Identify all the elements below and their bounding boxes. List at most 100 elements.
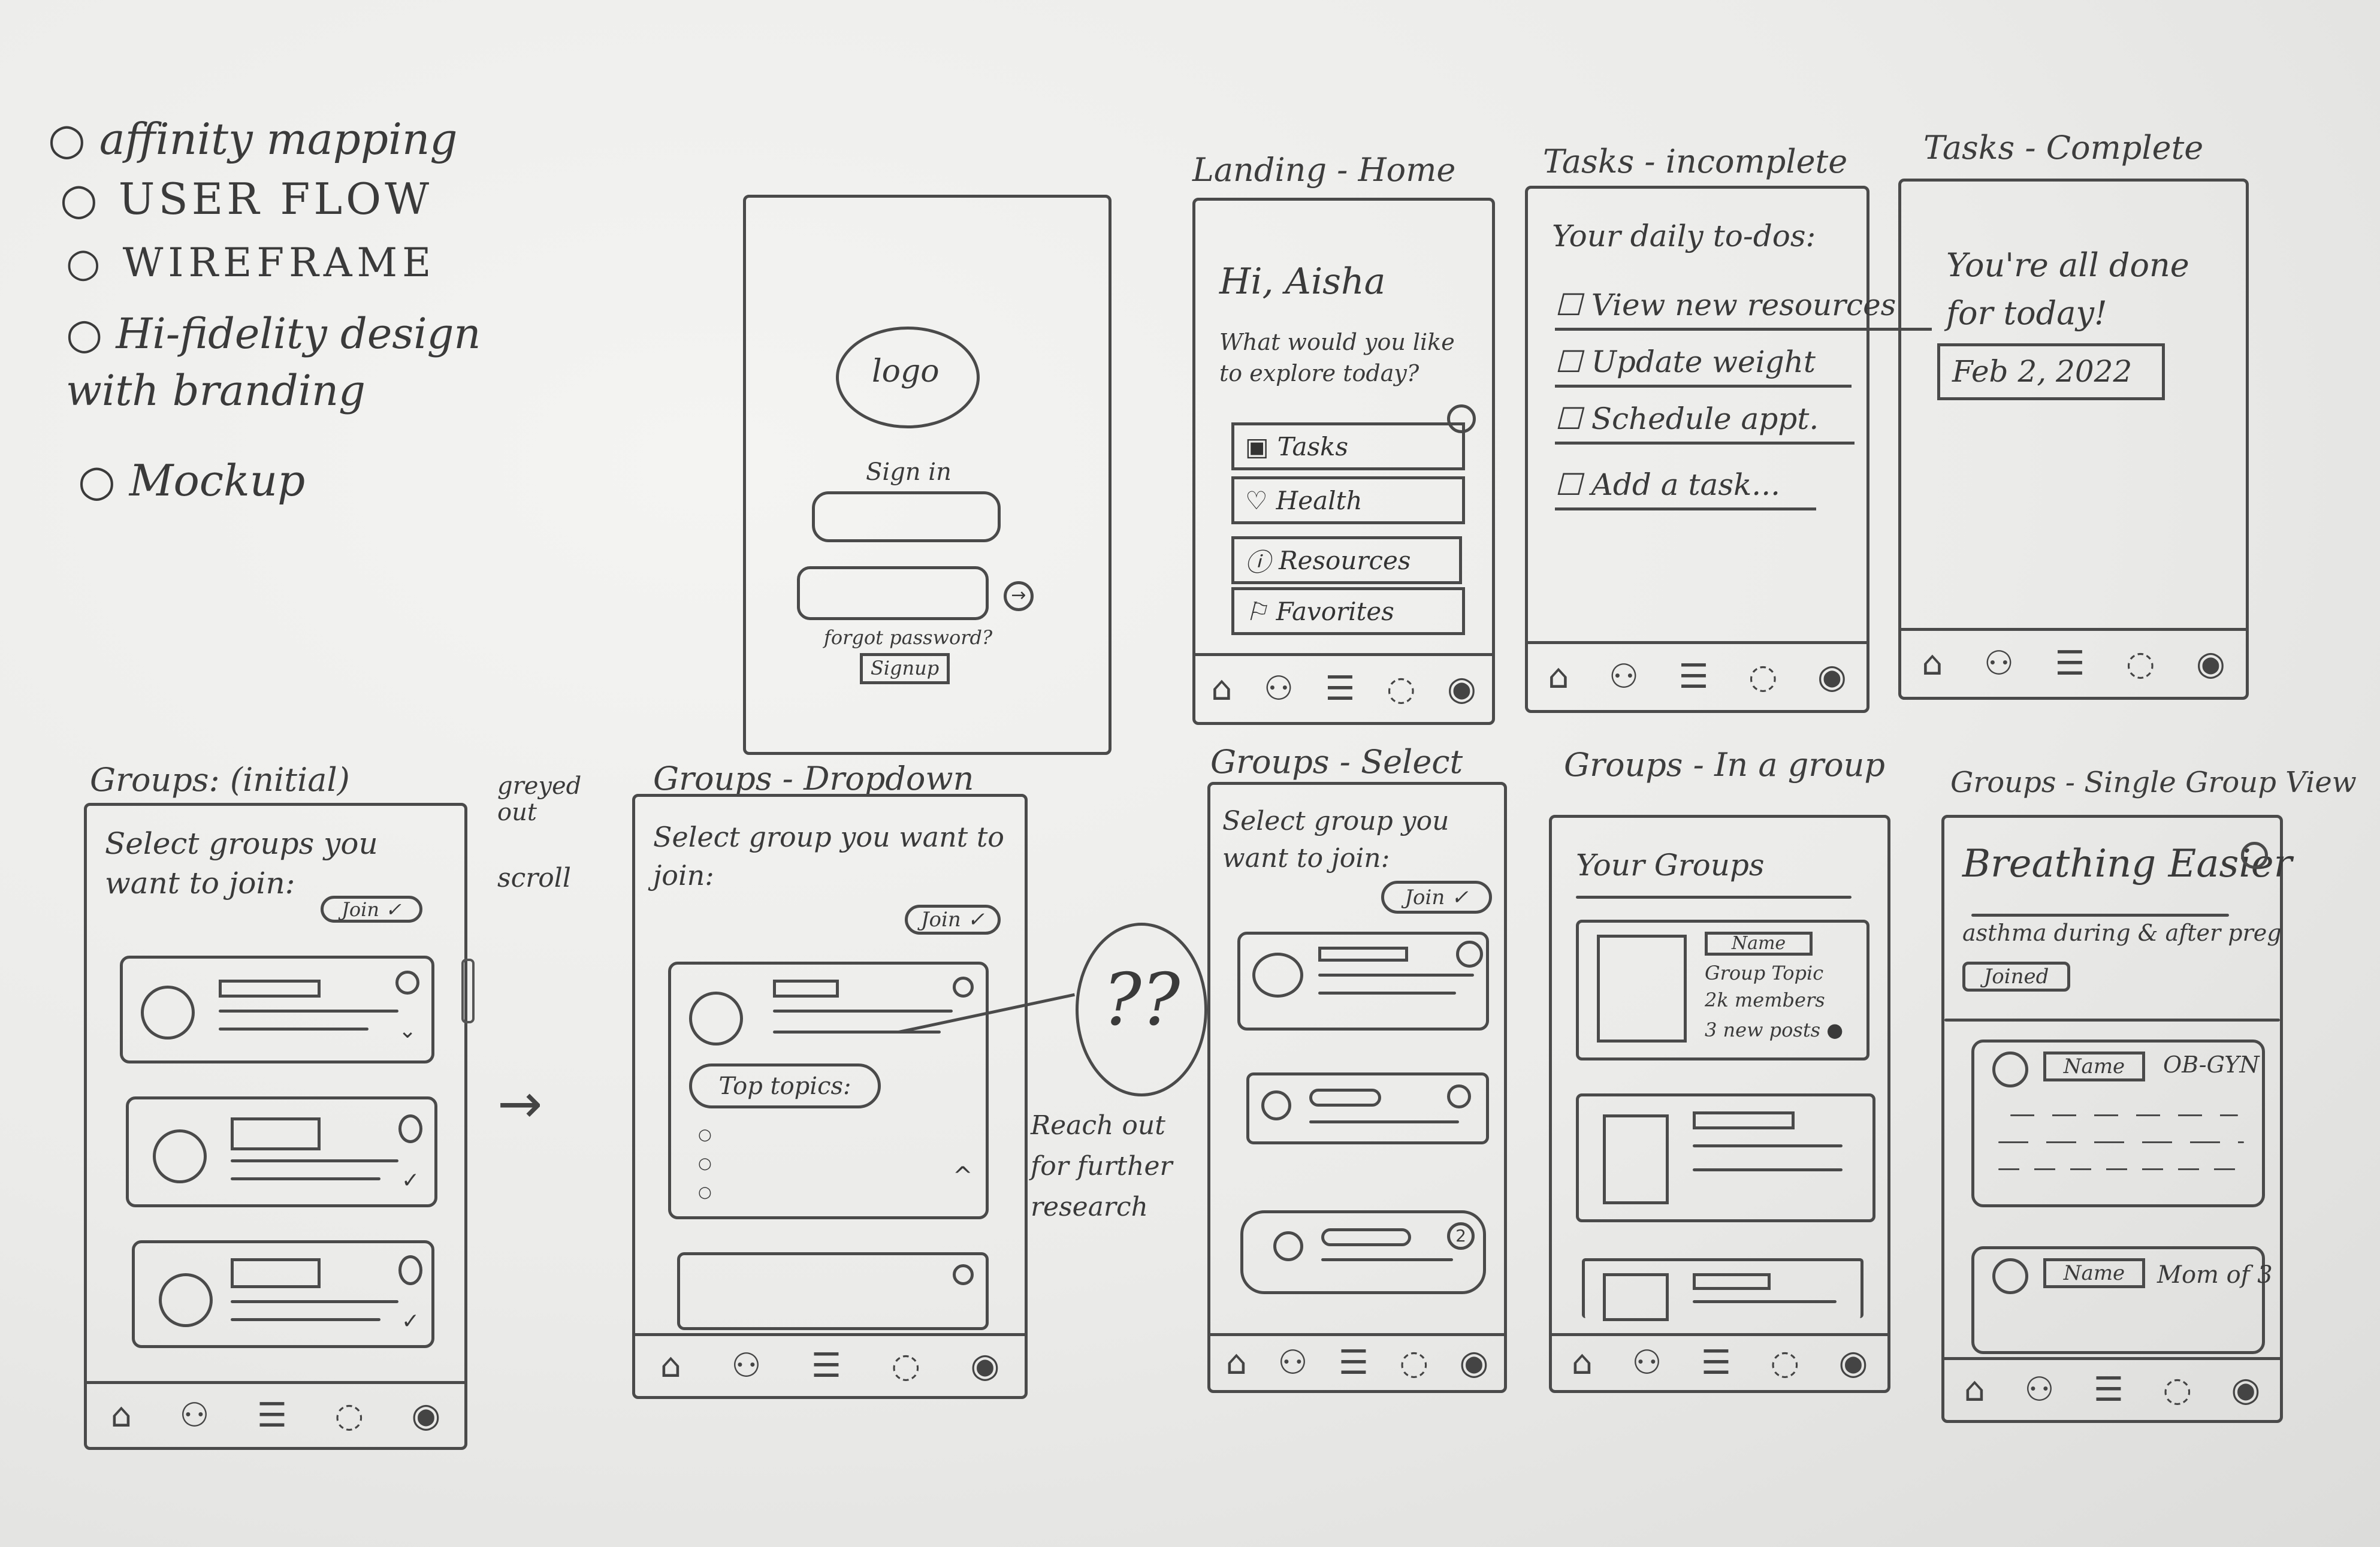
people-icon[interactable]: ⚇ (1632, 1346, 1662, 1380)
list-icon[interactable]: ☰ (1325, 672, 1355, 706)
group-avatar (1273, 1231, 1303, 1261)
group-name-box (231, 1258, 321, 1288)
people-icon[interactable]: ⚇ (731, 1349, 761, 1383)
home-icon[interactable]: ⌂ (1964, 1373, 1986, 1407)
join-label: Join (1405, 886, 1445, 910)
text-line (773, 1010, 953, 1013)
menu-health[interactable]: ♡Health (1231, 476, 1465, 524)
home-icon[interactable]: ⌂ (1226, 1346, 1248, 1380)
people-icon[interactable]: ⚇ (2024, 1373, 2054, 1407)
list-icon[interactable]: ☰ (1701, 1346, 1731, 1380)
group-name-box (1318, 947, 1408, 962)
people-icon[interactable]: ⚇ (179, 1399, 209, 1433)
password-field[interactable] (797, 566, 989, 620)
people-icon[interactable]: ⚇ (1984, 647, 2014, 681)
profile-icon[interactable]: ◉ (970, 1349, 999, 1383)
menu-label: Favorites (1276, 597, 1394, 626)
chevron-up-icon[interactable]: ^ (953, 1162, 973, 1190)
my-group-card[interactable]: Name Group Topic 2k members 3 new posts … (1576, 920, 1869, 1060)
chat-icon[interactable]: ◌ (1748, 660, 1778, 694)
top-topics-label: Top topics: (689, 1063, 881, 1108)
group-name-box (219, 980, 321, 998)
profile-icon[interactable]: ◉ (1447, 672, 1476, 706)
profile-icon[interactable]: ◉ (1817, 660, 1847, 694)
forgot-password-link[interactable]: forgot password? (824, 626, 992, 649)
home-icon[interactable]: ⌂ (660, 1349, 682, 1383)
menu-tasks[interactable]: ▣ Tasks (1231, 422, 1465, 470)
my-group-card[interactable] (1582, 1258, 1863, 1318)
my-group-card[interactable] (1576, 1093, 1875, 1222)
list-icon[interactable]: ☰ (2055, 647, 2085, 681)
settings-icon[interactable] (2241, 842, 2268, 869)
join-button[interactable]: Join ✓ (1381, 881, 1492, 914)
home-icon[interactable]: ⌂ (1922, 647, 1943, 681)
group-card-selected[interactable]: 2 (1240, 1210, 1486, 1294)
group-card[interactable] (1246, 1072, 1489, 1144)
checklist-item: ○ affinity mapping (48, 114, 457, 164)
profile-icon[interactable]: ◉ (1459, 1346, 1488, 1380)
scrollbar[interactable] (461, 959, 475, 1023)
group-card[interactable]: ✓ (126, 1096, 437, 1207)
people-icon[interactable]: ⚇ (1609, 660, 1639, 694)
join-button[interactable]: Join ✓ (905, 905, 1001, 935)
home-icon[interactable]: ⌂ (1572, 1346, 1593, 1380)
topic-bullets: ○○○ (698, 1120, 712, 1207)
poster-role: Mom of 3 (2157, 1261, 2273, 1289)
group-card-expanded[interactable]: Top topics: ○○○ ^ (668, 962, 989, 1219)
list-icon[interactable]: ☰ (1339, 1346, 1369, 1380)
question-text: What would you like to explore today? (1219, 327, 1477, 389)
todo-item[interactable]: ☐ Schedule appt. (1555, 401, 1819, 436)
join-button[interactable]: Join ✓ (321, 896, 422, 923)
menu-label: Tasks (1277, 432, 1348, 461)
chat-icon[interactable]: ◌ (1399, 1346, 1428, 1380)
list-icon[interactable]: ☰ (2094, 1373, 2124, 1407)
joined-button[interactable]: Joined (1962, 962, 2070, 992)
checklist-item: ○ Hi-fidelity design with branding (66, 306, 545, 419)
group-card[interactable] (677, 1252, 989, 1330)
status-icon (398, 1255, 422, 1285)
home-icon[interactable]: ⌂ (1548, 660, 1569, 694)
group-card[interactable]: ⌄ (120, 956, 434, 1063)
submit-arrow-icon[interactable]: → (1004, 581, 1034, 611)
list-icon[interactable]: ☰ (811, 1349, 841, 1383)
group-avatar (153, 1129, 207, 1183)
group-card[interactable]: ✓ (132, 1240, 434, 1348)
poster-name: Name (2043, 1258, 2145, 1288)
post-card[interactable]: Name OB-GYN (1971, 1040, 2265, 1207)
chat-icon[interactable]: ◌ (1770, 1346, 1799, 1380)
people-icon[interactable]: ⚇ (1264, 672, 1294, 706)
list-icon[interactable]: ☰ (1678, 660, 1708, 694)
todo-item[interactable]: ☐ View new resources (1555, 288, 1896, 322)
signup-button[interactable]: Signup (860, 653, 950, 684)
username-field[interactable] (812, 491, 1001, 542)
menu-favorites[interactable]: ⚐Favorites (1231, 587, 1465, 635)
groups-select-screen: Select group you want to join: Join ✓ 2 … (1207, 782, 1507, 1393)
chevron-down-icon[interactable]: ⌄ (398, 1019, 416, 1043)
chat-icon[interactable]: ◌ (334, 1399, 364, 1433)
screen-title: Tasks - incomplete (1543, 143, 1847, 180)
profile-icon[interactable]: ◉ (2196, 647, 2225, 681)
profile-icon[interactable]: ◉ (1838, 1346, 1868, 1380)
home-icon[interactable]: ⌂ (111, 1399, 132, 1433)
profile-icon[interactable]: ◉ (411, 1399, 440, 1433)
home-icon[interactable]: ⌂ (1211, 672, 1233, 706)
status-icon (1447, 1084, 1471, 1108)
todo-item[interactable]: ☐ Update weight (1555, 345, 1816, 379)
post-card[interactable]: Name Mom of 3 (1971, 1246, 2265, 1354)
chat-icon[interactable]: ◌ (1387, 672, 1416, 706)
post-text (2010, 1114, 2238, 1116)
status-icon (1456, 941, 1483, 968)
list-icon[interactable]: ☰ (257, 1399, 287, 1433)
text-line (1318, 992, 1456, 995)
chat-icon[interactable]: ◌ (2126, 647, 2155, 681)
people-icon[interactable]: ⚇ (1277, 1346, 1307, 1380)
your-groups-heading: Your Groups (1576, 848, 1765, 883)
group-card[interactable] (1237, 932, 1489, 1031)
profile-icon[interactable]: ◉ (2231, 1373, 2260, 1407)
chat-icon[interactable]: ◌ (2162, 1373, 2192, 1407)
tasks-icon: ▣ (1245, 432, 1269, 461)
todo-item[interactable]: ☐ Add a task... (1555, 467, 1780, 502)
chat-icon[interactable]: ◌ (891, 1349, 920, 1383)
posts-label: 3 new posts (1705, 1019, 1820, 1041)
